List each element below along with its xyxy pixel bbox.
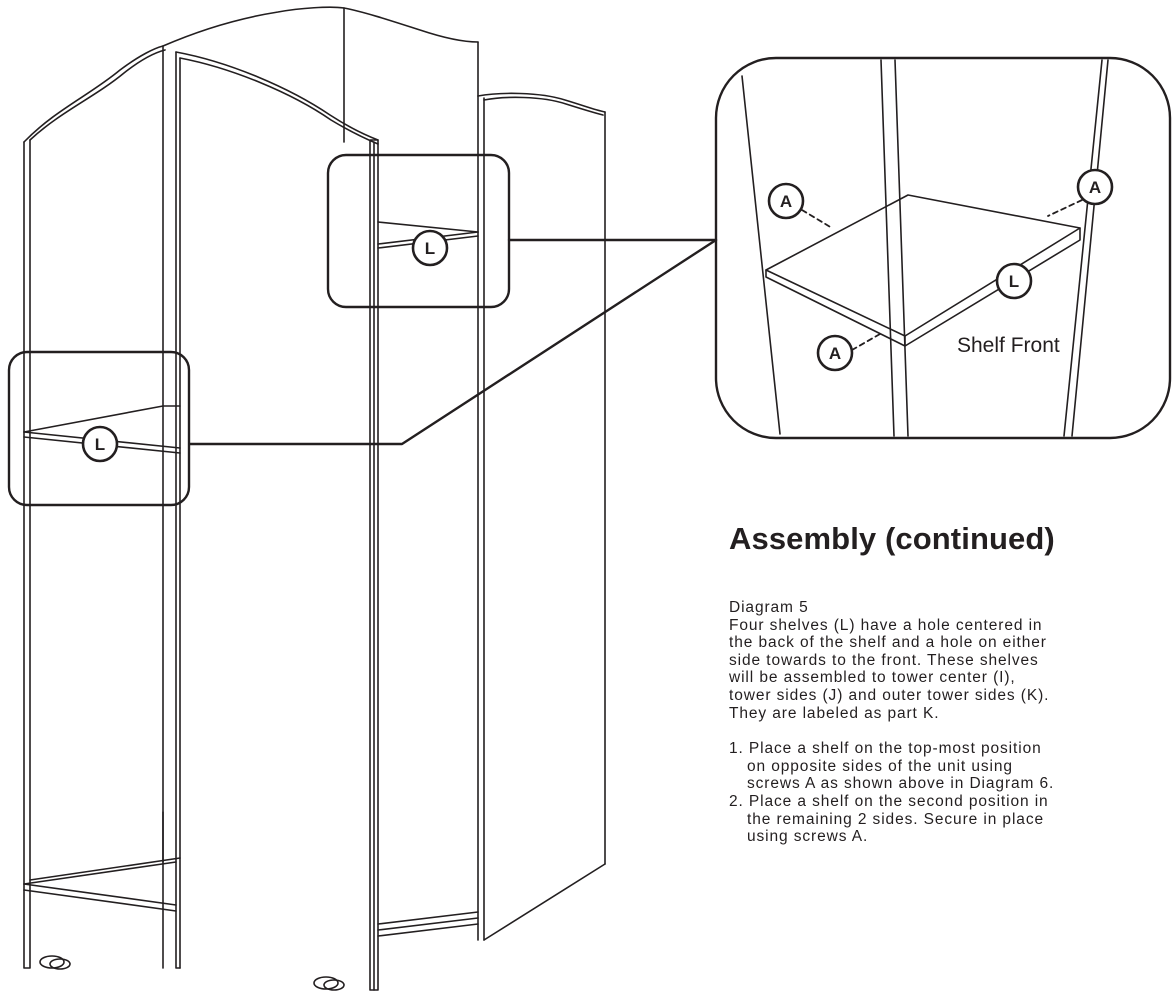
intro-line: Four shelves (L) have a hole centered in [729,616,1043,634]
callout-box-upper-shelf [326,153,511,309]
tower-right-edge-panel [369,139,379,991]
intro-line: will be assembled to tower center (I), [729,669,1016,687]
caster-wheels [39,955,345,991]
screw-label-back-right: A [1076,168,1114,206]
step-1-line: 1. Place a shelf on the top-most positio… [729,740,1042,758]
step-1-line: on opposite sides of the unit using [747,757,1013,775]
bottom-shelf-right [377,911,479,937]
shelf-front-caption: Shelf Front [957,334,1060,357]
svg-text:A: A [780,192,792,211]
detail-panels [741,59,1109,437]
tower-right-side-panel [477,92,606,941]
svg-text:A: A [829,344,841,363]
detail-zoom-box [714,56,1172,440]
svg-text:L: L [95,435,105,454]
intro-line: side towards to the front. These shelves [729,651,1039,669]
bottom-shelf-left [23,811,181,912]
screw-leaders [801,199,1083,351]
connector-line-left [188,238,718,446]
detail-shelf [765,194,1081,347]
shelf-label-detail: L [995,262,1033,300]
svg-text:L: L [425,239,435,258]
page-heading: Assembly (continued) [729,521,1055,556]
intro-line: tower sides (J) and outer tower sides (K… [729,686,1050,704]
shelf-label-left: L [81,425,119,463]
diagram-reference: Diagram 5 [729,599,809,616]
step-2-line: using screws A. [747,828,869,846]
tower-center-panel [162,6,479,969]
svg-text:A: A [1089,178,1101,197]
svg-text:L: L [1009,272,1019,291]
step-1-line: screws A as shown above in Diagram 6. [747,775,1055,793]
step-2-line: the remaining 2 sides. Secure in place [747,810,1044,828]
shelf-label-upper: L [411,229,449,267]
intro-line: They are labeled as part K. [729,704,940,722]
callout-box-left-shelf [7,350,191,507]
screw-label-back-left: A [767,182,805,220]
instructions-text: Diagram 5 Four shelves (L) have a hole c… [729,599,1169,846]
intro-line: the back of the shelf and a hole on eith… [729,634,1047,652]
screw-label-front: A [816,334,854,372]
step-2-line: 2. Place a shelf on the second position … [729,792,1049,810]
tower-left-side-panel [23,45,166,969]
